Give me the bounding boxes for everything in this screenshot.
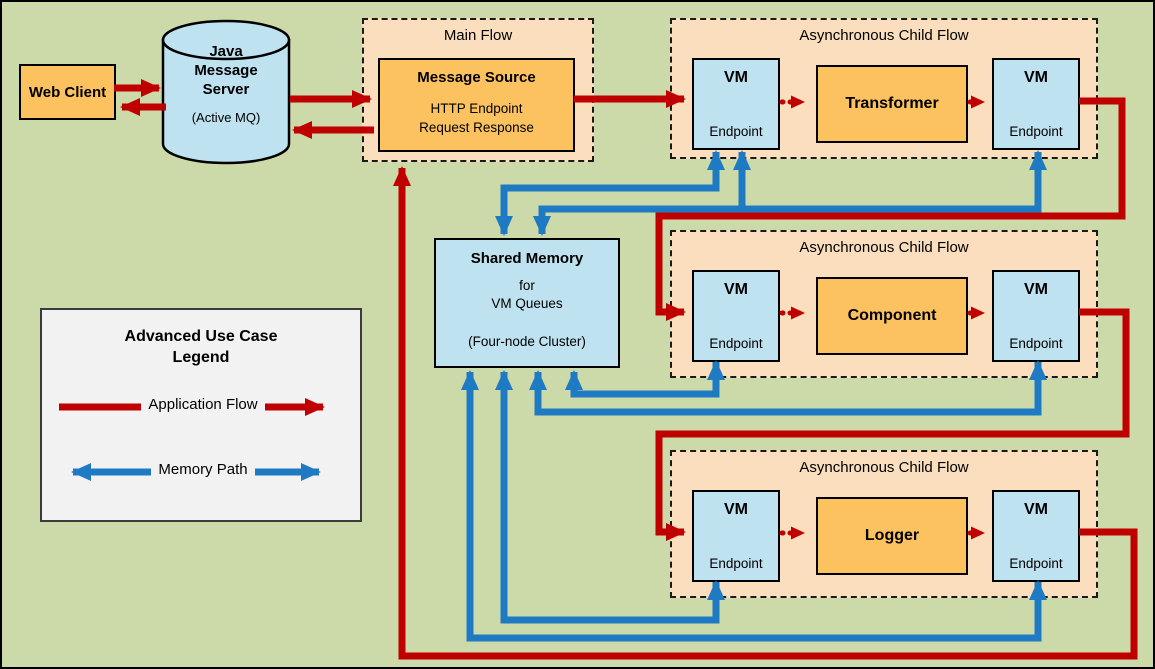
jms-subtitle: (Active MQ) (191, 110, 261, 125)
shared-memory-line2: VM Queues (491, 296, 563, 311)
vm-endpoint-label: Endpoint (1009, 124, 1063, 139)
flow3-vm-endpoint-in: VM Endpoint (692, 490, 780, 582)
jms-text: Java Message Server (Active MQ) (160, 42, 292, 125)
legend-box: Advanced Use Case Legend Application Flo… (40, 308, 362, 522)
vm-endpoint-label: Endpoint (1009, 556, 1063, 571)
vm-endpoint-label: Endpoint (709, 556, 763, 571)
web-client-label: Web Client (28, 83, 107, 101)
shared-memory-line1: for (519, 278, 535, 293)
main-flow-container: Main Flow Message Source HTTP Endpoint R… (362, 18, 594, 162)
async-flow-1-title: Asynchronous Child Flow (799, 27, 969, 44)
legend-application-flow-label: Application Flow (53, 396, 353, 414)
transformer-label: Transformer (845, 95, 939, 112)
vm-title: VM (1024, 69, 1048, 86)
legend-memory-path: Memory Path (53, 457, 353, 487)
memory-flow1-out-to-sharedmemory (533, 150, 1047, 236)
vm-title: VM (724, 501, 748, 518)
shared-memory-node: Shared Memory for VM Queues (Four-node C… (434, 238, 620, 368)
jms-title: Java Message Server (194, 43, 258, 98)
component-node: Component (816, 277, 968, 355)
legend-title: Advanced Use Case Legend (124, 328, 278, 366)
message-source-line2: Request Response (419, 120, 534, 135)
vm-title: VM (1024, 501, 1048, 518)
message-source-title: Message Source (417, 69, 536, 86)
message-source-node: Message Source HTTP Endpoint Request Res… (378, 58, 575, 152)
cylinder-shape (161, 19, 291, 165)
async-flow-2-title: Asynchronous Child Flow (799, 239, 969, 256)
vm-endpoint-label: Endpoint (709, 336, 763, 351)
message-source-line1: HTTP Endpoint (430, 101, 523, 116)
vm-title: VM (1024, 281, 1048, 298)
flow2-vm-endpoint-out: VM Endpoint (992, 270, 1080, 362)
flow2-vm-endpoint-in: VM Endpoint (692, 270, 780, 362)
legend-application-flow: Application Flow (53, 392, 353, 422)
shared-memory-line3: (Four-node Cluster) (468, 334, 586, 349)
vm-endpoint-label: Endpoint (1009, 336, 1063, 351)
web-client-node: Web Client (19, 64, 116, 120)
flow3-vm-endpoint-out: VM Endpoint (992, 490, 1080, 582)
async-child-flow-3: Asynchronous Child Flow VM Endpoint Logg… (670, 450, 1098, 598)
vm-endpoint-label: Endpoint (709, 124, 763, 139)
vm-title: VM (724, 69, 748, 86)
vm-title: VM (724, 281, 748, 298)
async-child-flow-1: Asynchronous Child Flow VM Endpoint Tran… (670, 18, 1098, 159)
flow1-vm-endpoint-out: VM Endpoint (992, 58, 1080, 150)
component-label: Component (847, 307, 937, 324)
shared-memory-title: Shared Memory (470, 250, 584, 267)
memory-flow1-in-to-sharedmemory (495, 150, 725, 236)
main-flow-title: Main Flow (443, 27, 513, 44)
transformer-node: Transformer (816, 65, 968, 143)
async-child-flow-2: Asynchronous Child Flow VM Endpoint Comp… (670, 230, 1098, 378)
flow1-vm-endpoint-in: VM Endpoint (692, 58, 780, 150)
logger-node: Logger (816, 497, 968, 575)
application-flow-text: Application Flow (141, 396, 265, 413)
logger-label: Logger (864, 527, 920, 544)
legend-memory-path-label: Memory Path (53, 461, 353, 479)
memory-path-text: Memory Path (151, 461, 255, 478)
async-flow-3-title: Asynchronous Child Flow (799, 459, 969, 476)
java-message-server-node: Java Message Server (Active MQ) (160, 18, 292, 166)
